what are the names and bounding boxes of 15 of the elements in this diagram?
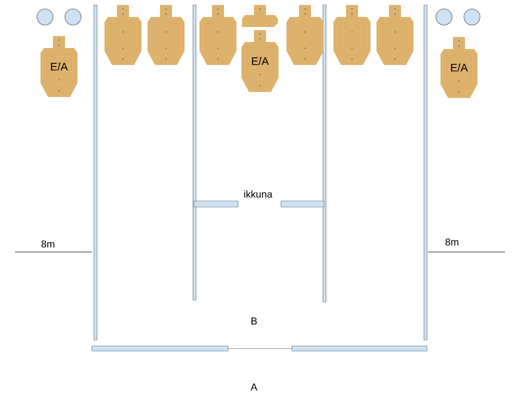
target: E/A [242,30,278,92]
area-label: B [251,318,257,324]
distance-label: 8m [446,238,458,246]
window-label: ikkuna [244,190,272,198]
target [376,5,414,65]
target [104,5,142,65]
area-label: A [250,384,258,390]
target [242,5,278,27]
target [148,5,184,65]
distance-label: 8m [42,240,54,248]
target [334,5,370,65]
target: E/A [40,36,78,97]
target [200,5,236,65]
target [286,5,324,65]
target: E/A [440,37,478,98]
